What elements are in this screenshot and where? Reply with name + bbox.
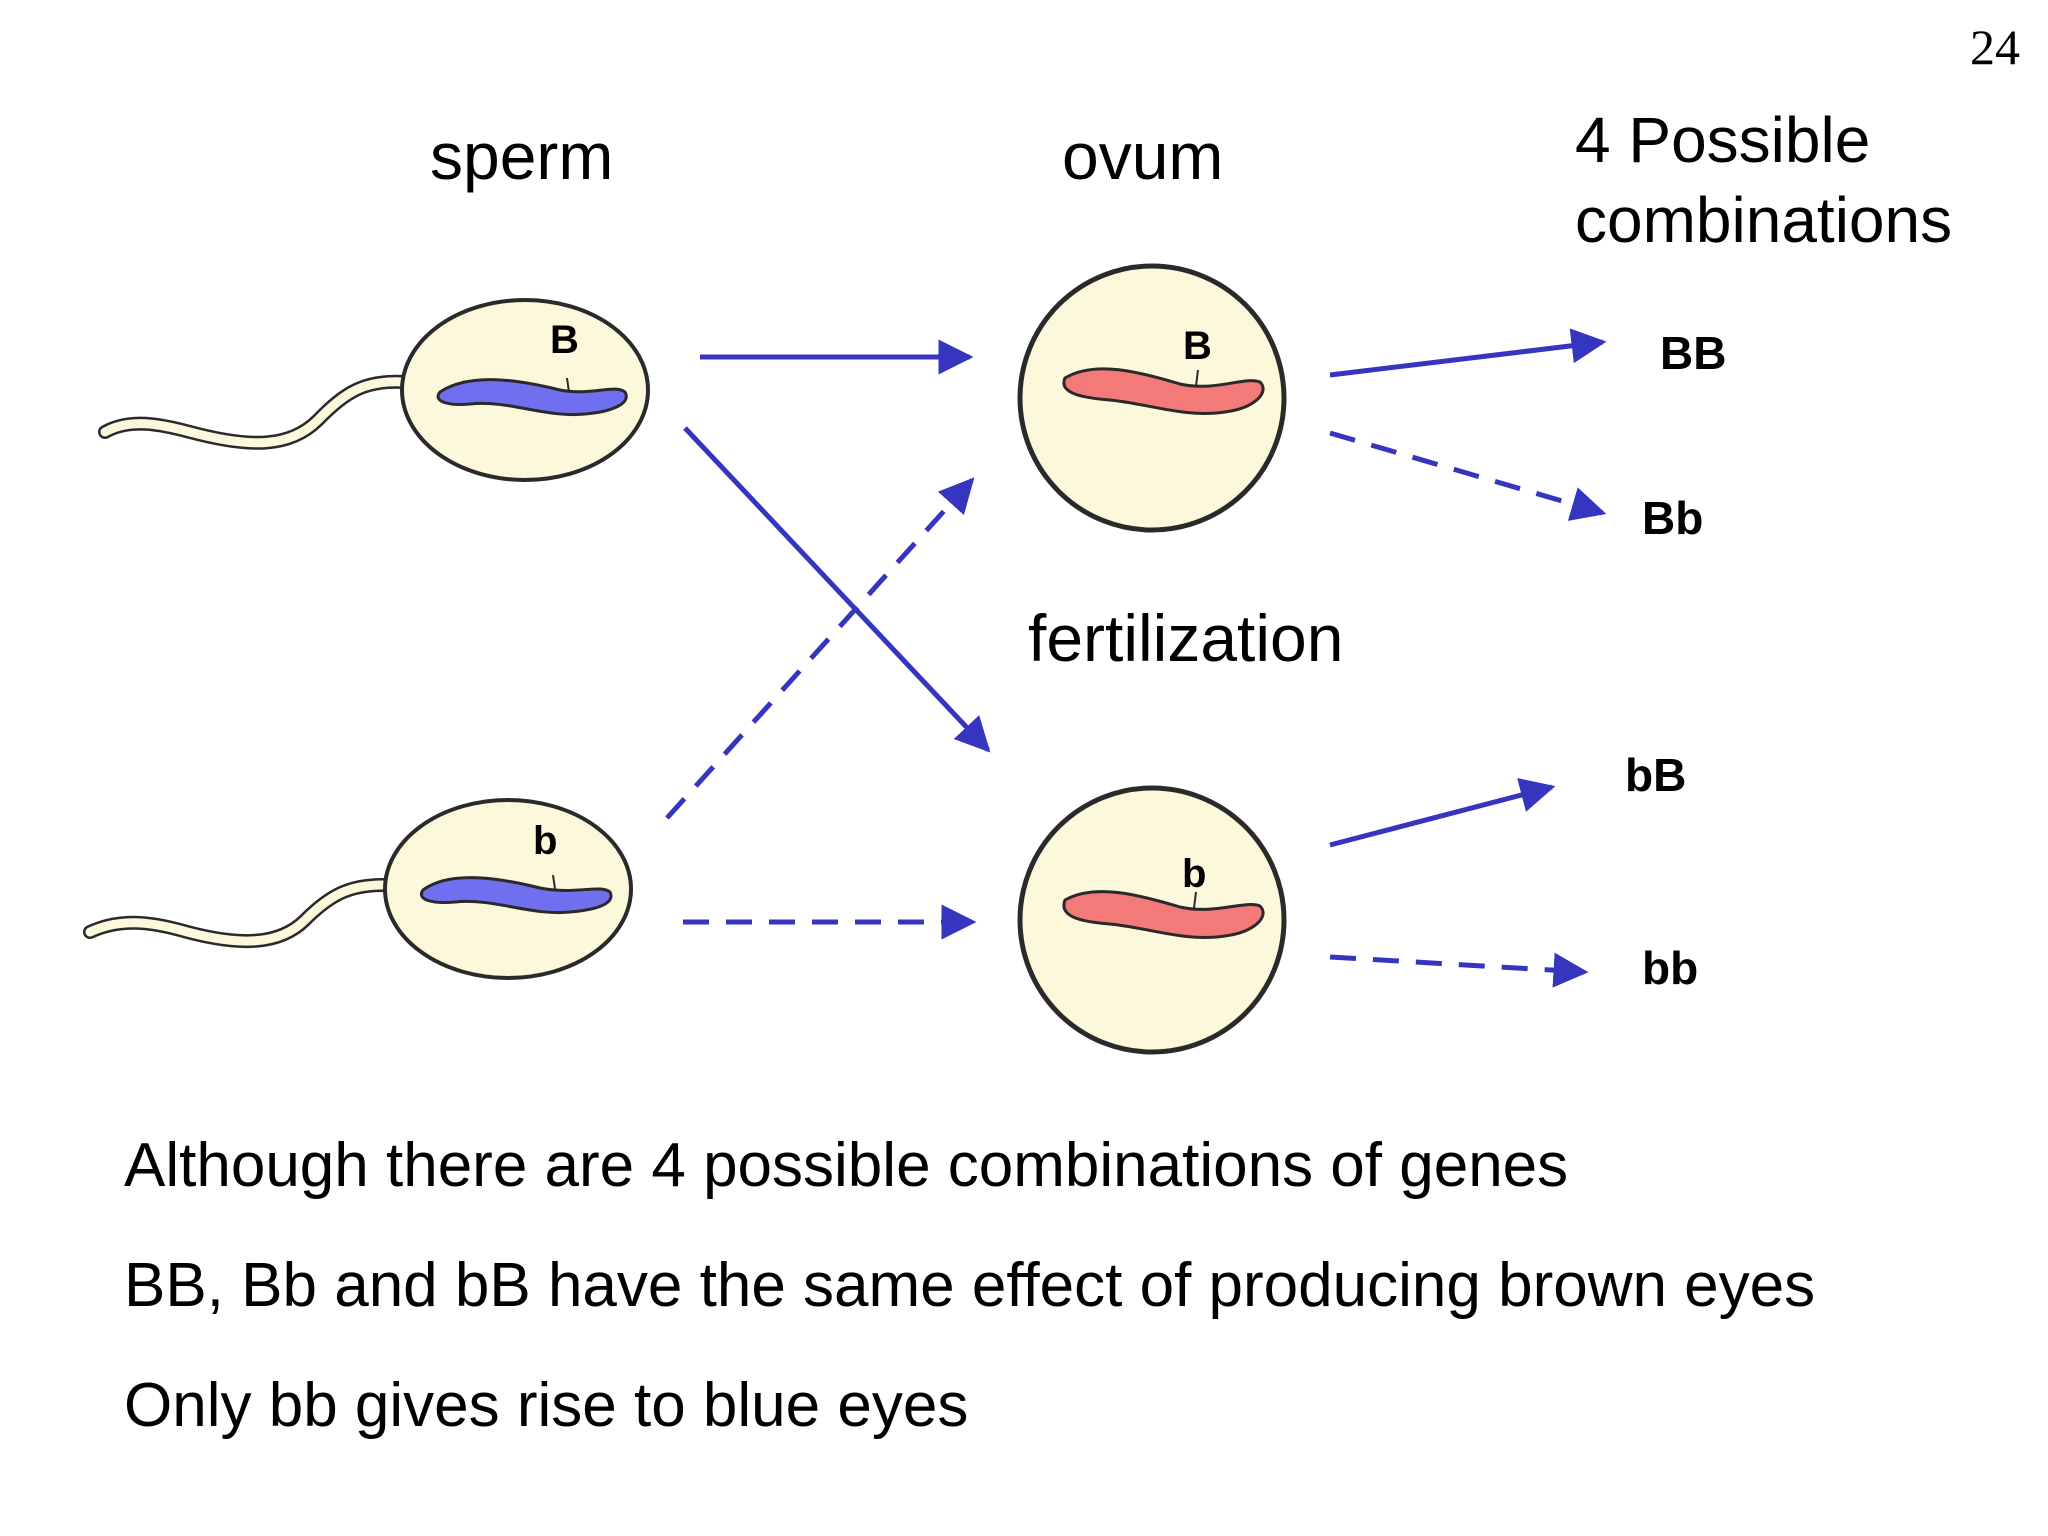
ovum-heading: ovum bbox=[1062, 119, 1224, 193]
result-bB: bB bbox=[1625, 749, 1687, 801]
ovum-cell-recessive bbox=[1017, 785, 1287, 1055]
sperm-gene-label-recessive: b bbox=[533, 819, 558, 863]
result-Bb: Bb bbox=[1642, 492, 1704, 544]
combinations-heading-line1: 4 Possible bbox=[1575, 104, 1871, 176]
combinations-heading: 4 Possible combinations bbox=[1575, 100, 1952, 260]
caption-line-3: Only bb gives rise to blue eyes bbox=[124, 1371, 969, 1440]
sperm-heading: sperm bbox=[430, 119, 614, 193]
arrow-to-Bb bbox=[1329, 430, 1607, 521]
ovum-gene-label-recessive: b bbox=[1182, 852, 1207, 896]
sperm-cell-recessive bbox=[83, 798, 633, 980]
fertilization-label: fertilization bbox=[1028, 601, 1344, 675]
result-BB: BB bbox=[1660, 327, 1727, 379]
sperm-cell-dominant bbox=[98, 298, 650, 482]
ovum-cell-dominant bbox=[1017, 263, 1287, 533]
ovum-chromosome bbox=[1062, 367, 1265, 415]
page-number: 24 bbox=[1970, 19, 2020, 75]
arrow-to-BB bbox=[1329, 328, 1607, 378]
arrow-sperm-B-to-ovum-b bbox=[683, 426, 991, 753]
caption-line-2: BB, Bb and bB have the same effect of pr… bbox=[124, 1251, 1816, 1320]
result-bb: bb bbox=[1642, 942, 1699, 994]
ovum-gene-label-dominant: B bbox=[1183, 324, 1212, 368]
arrow-to-bB bbox=[1329, 778, 1556, 848]
sperm-gene-label-dominant: B bbox=[550, 318, 579, 362]
arrow-to-bb bbox=[1329, 952, 1589, 988]
caption-line-1: Although there are 4 possible combinatio… bbox=[124, 1131, 1569, 1200]
arrow-sperm-b-to-ovum-B bbox=[665, 477, 975, 820]
sperm-chromosome bbox=[436, 378, 628, 417]
sperm-chromosome bbox=[419, 876, 613, 915]
combinations-heading-line2: combinations bbox=[1575, 184, 1953, 256]
